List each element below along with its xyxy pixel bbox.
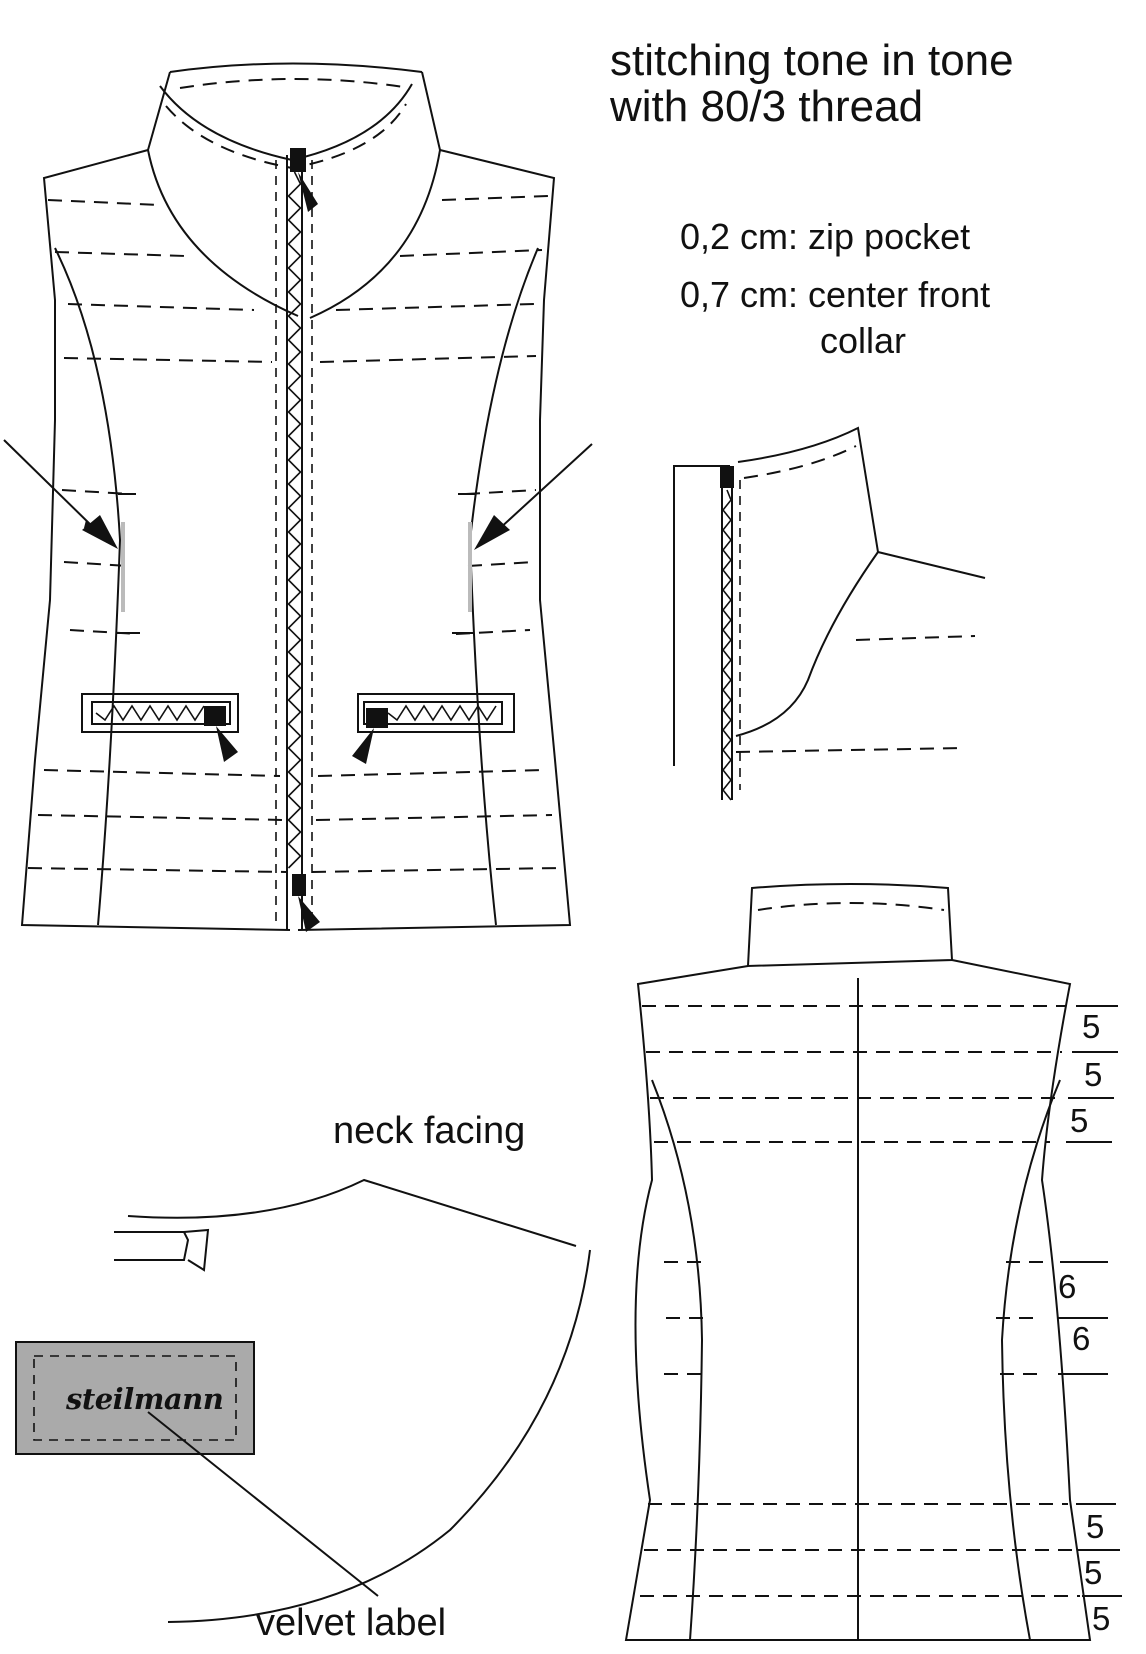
measure-upper-1: 5	[1082, 1008, 1101, 1045]
velvet-label-leader	[147, 1411, 379, 1597]
left-pocket-pull	[216, 726, 238, 762]
front-collar-top	[169, 62, 423, 73]
collar-zipper-stop	[720, 466, 734, 488]
velvet-label-caption: velvet label	[256, 1602, 447, 1644]
neck-facing-drawing	[114, 1178, 591, 1623]
measure-upper-3: 5	[1070, 1102, 1089, 1139]
right-pocket-pull	[352, 728, 374, 764]
neck-facing-top	[127, 1178, 577, 1247]
back-collar	[746, 883, 954, 968]
header-line-1: stitching tone in tone	[610, 36, 1014, 85]
back-body-outline	[624, 959, 1092, 1641]
header-line-2: with 80/3 thread	[610, 82, 924, 132]
brand-logo-text: steilmann	[66, 1382, 224, 1416]
front-neckline-right	[309, 149, 441, 319]
front-vest-drawing	[3, 62, 593, 932]
zipper-stop-top	[290, 148, 306, 172]
right-zip-pocket	[357, 693, 515, 733]
front-right-outline	[297, 149, 572, 931]
right-arrow-line	[497, 443, 593, 531]
right-arrow-head	[474, 515, 510, 550]
zipper-pull-bottom	[298, 896, 320, 932]
header-stitching-note: stitching tone in tone with 80/3 thread	[610, 36, 1014, 132]
velvet-label-patch	[15, 1341, 255, 1455]
collar-detail-drawing	[673, 426, 986, 801]
zipper-pull-top	[298, 172, 318, 212]
neck-facing-label: neck facing	[333, 1110, 526, 1152]
front-neckline-left	[147, 149, 299, 317]
note-center-front: 0,7 cm: center front	[680, 274, 991, 315]
measure-upper-2: 5	[1084, 1056, 1103, 1093]
velvet-label-drawing	[15, 1341, 379, 1597]
neck-facing-curve	[167, 1249, 591, 1623]
measure-lower-1: 5	[1086, 1508, 1105, 1545]
zipper-stop-bottom	[292, 874, 306, 896]
velvet-label-stitching	[33, 1355, 237, 1441]
left-zip-pocket	[81, 693, 239, 733]
collar-zipper-teeth	[721, 489, 733, 801]
measure-middle-2: 6	[1072, 1320, 1091, 1357]
measure-lower-3: 5	[1092, 1600, 1111, 1637]
note-collar: collar	[820, 320, 907, 361]
front-zipper-teeth	[287, 171, 302, 869]
note-zip-pocket: 0,2 cm: zip pocket	[680, 216, 971, 257]
left-arrow-head	[82, 515, 118, 549]
left-arrow-line	[3, 439, 97, 531]
measure-middle-1: 6	[1058, 1268, 1077, 1305]
back-vest-drawing	[624, 883, 1122, 1641]
front-left-outline	[20, 149, 291, 931]
measure-lower-2: 5	[1084, 1554, 1103, 1591]
